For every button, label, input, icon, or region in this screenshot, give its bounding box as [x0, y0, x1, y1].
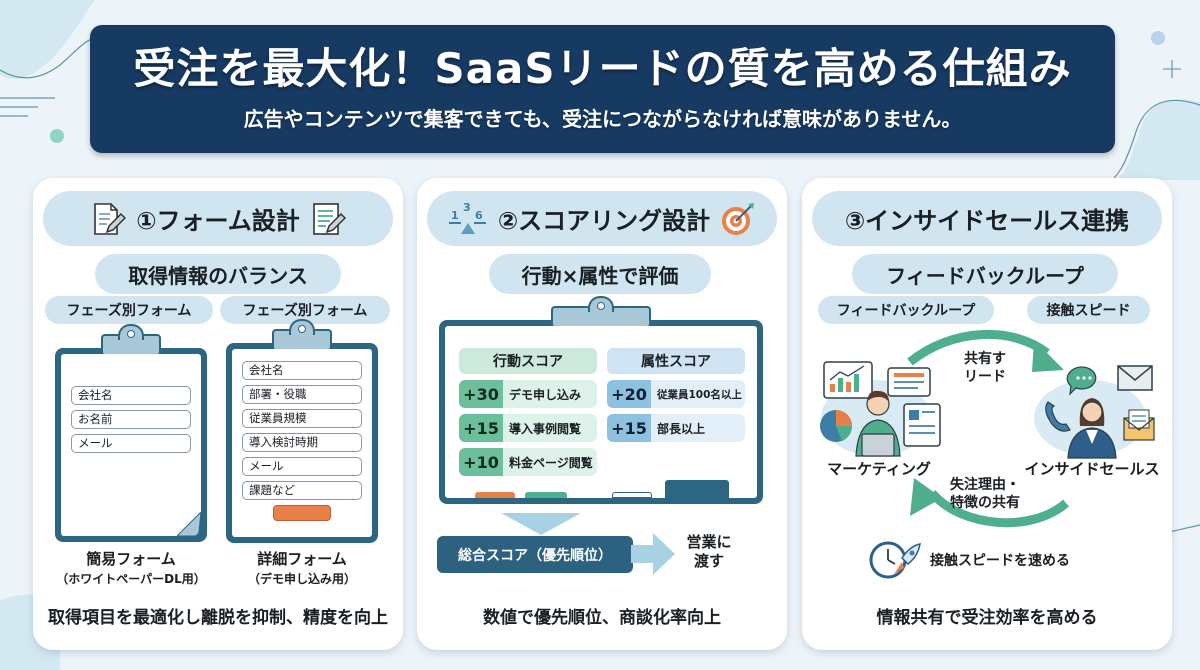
card-title-text: ①フォーム設計: [136, 207, 300, 235]
total-score-box: 総合スコア（優先順位）: [437, 536, 633, 573]
form-field: お名前: [71, 410, 191, 429]
marketing-person-illustration: [820, 361, 941, 457]
tag-phase-form: フェーズ別フォーム: [45, 296, 213, 324]
target-icon: [722, 202, 755, 235]
tag-feedback-loop: フィードバックループ: [818, 296, 994, 324]
section-subtitle: 行動×属性で評価: [489, 254, 711, 294]
card-footer: 取得項目を最適化し離脱を抑制、精度を向上: [48, 608, 388, 628]
board-tabs: [475, 480, 737, 498]
form-field: メール: [71, 434, 191, 453]
behavior-score-column: 行動スコア +30 デモ申し込み +15 導入事例閲覧 +10 料金ページ閲覧: [459, 348, 597, 498]
tag-contact-speed: 接触スピード: [1027, 296, 1150, 324]
arrow-label-line: 失注理由・: [950, 477, 1020, 493]
arrow-label-line: 特徴の共有: [950, 495, 1020, 511]
simple-form-clipboard: 会社名 お名前 メール: [55, 334, 207, 542]
score-label: 従業員100名以上: [651, 380, 745, 408]
form-name: 詳細フォーム: [257, 550, 347, 568]
inside-sales-label: インサイドセールス: [1024, 460, 1160, 478]
score-label: 導入事例閲覧: [503, 414, 597, 442]
score-row: +10 料金ページ閲覧: [459, 448, 597, 476]
score-value: +30: [459, 380, 503, 408]
behavior-score-header: 行動スコア: [459, 348, 597, 374]
marketing-label: マーケティング: [827, 460, 931, 478]
down-arrow-icon: [501, 513, 581, 535]
detail-form-clipboard: 会社名 部署・役職 従業員規模 導入検討時期 メール 課題など: [226, 329, 378, 543]
scale-numbers-icon: 1 3 6: [448, 201, 486, 234]
shared-lead-label: 共有す リード: [950, 350, 1020, 386]
score-label: 料金ページ閲覧: [503, 448, 597, 476]
score-row: +20 従業員100名以上: [607, 380, 745, 408]
score-value: +10: [459, 448, 503, 476]
arrow-label-line: リード: [964, 369, 1006, 385]
form-field: 課題など: [242, 481, 362, 500]
submit-button-shape: [273, 505, 331, 521]
score-row: +15 導入事例閲覧: [459, 414, 597, 442]
form-field: 会社名: [242, 361, 362, 380]
attribute-score-header: 属性スコア: [607, 348, 745, 374]
right-arrow-icon: [631, 533, 675, 575]
form-name: 簡易フォーム: [86, 550, 176, 568]
document-pencil-icon: [94, 202, 127, 235]
form-field: 会社名: [71, 386, 191, 405]
document-pencil-icon: [312, 202, 346, 235]
handoff-line: 営業に: [686, 533, 732, 551]
feedback-loop-arrows: [907, 329, 1069, 528]
card-form-design: ①フォーム設計 取得情報のバランス フェーズ別フォーム フェーズ別フォーム 会社…: [33, 178, 403, 650]
card-title-text: ②スコアリング設計: [497, 207, 711, 235]
clip-icon: [101, 334, 161, 356]
form-note: （ホワイトペーパーDL用）: [56, 572, 206, 586]
arrow-label-line: 共有す: [964, 351, 1006, 367]
card-inside-sales: ③インサイドセールス連携 フィードバックループ フィードバックループ 接触スピー…: [802, 178, 1172, 650]
form-field: 導入検討時期: [242, 433, 362, 452]
score-value: +20: [607, 380, 651, 408]
section-subtitle: フィードバックループ: [852, 254, 1118, 294]
lost-reason-label: 失注理由・ 特徴の共有: [942, 476, 1028, 512]
attribute-score-column: 属性スコア +20 従業員100名以上 +15 部長以上: [607, 348, 745, 498]
inside-sales-person-illustration: [1034, 365, 1155, 459]
handoff-line: 渡す: [693, 552, 724, 570]
card-footer: 数値で優先順位、商談化率向上: [483, 608, 721, 628]
card-footer: 情報共有で受注効率を高める: [876, 608, 1098, 628]
form-field: メール: [242, 457, 362, 476]
header-banner: 受注を最大化！SaaSリードの質を高める仕組み 広告やコンテンツで集客できても、…: [90, 25, 1115, 153]
svg-text:3: 3: [463, 201, 471, 214]
page-title: 受注を最大化！SaaSリードの質を高める仕組み: [133, 44, 1072, 94]
clip-icon: [272, 329, 332, 351]
page-curl-icon: [177, 512, 201, 536]
score-row: +30 デモ申し込み: [459, 380, 597, 408]
card-title-text: ③インサイドセールス連携: [844, 207, 1130, 235]
card-title: ③インサイドセールス連携: [812, 191, 1162, 246]
detail-form-label: 詳細フォーム （デモ申し込み用）: [226, 548, 378, 587]
clip-icon: [551, 306, 651, 328]
svg-text:6: 6: [475, 209, 483, 222]
card-scoring-design: 1 3 6 ②スコアリング設計 行動×属性で評価 行動スコア +30 デモ申し込: [417, 178, 787, 650]
card-title: 1 3 6 ②スコアリング設計: [427, 191, 777, 246]
speed-note: 接触スピードを速める: [930, 553, 1070, 569]
score-value: +15: [459, 414, 503, 442]
page-subtitle: 広告やコンテンツで集客できても、受注につながらなければ意味がありません。: [243, 106, 962, 131]
card-title: ①フォーム設計: [43, 191, 393, 246]
score-label: 部長以上: [651, 414, 745, 442]
form-field: 従業員規模: [242, 409, 362, 428]
score-label: デモ申し込み: [503, 380, 597, 408]
form-note: （デモ申し込み用）: [247, 572, 356, 586]
score-row: +15 部長以上: [607, 414, 745, 442]
handoff-label: 営業に 渡す: [679, 533, 739, 571]
simple-form-label: 簡易フォーム （ホワイトペーパーDL用）: [55, 548, 207, 587]
svg-text:1: 1: [451, 209, 459, 222]
clock-rocket-icon: [869, 541, 921, 579]
section-subtitle: 取得情報のバランス: [95, 254, 341, 294]
score-value: +15: [607, 414, 651, 442]
form-field: 部署・役職: [242, 385, 362, 404]
score-board: 行動スコア +30 デモ申し込み +15 導入事例閲覧 +10 料金ページ閲覧 …: [439, 306, 763, 504]
